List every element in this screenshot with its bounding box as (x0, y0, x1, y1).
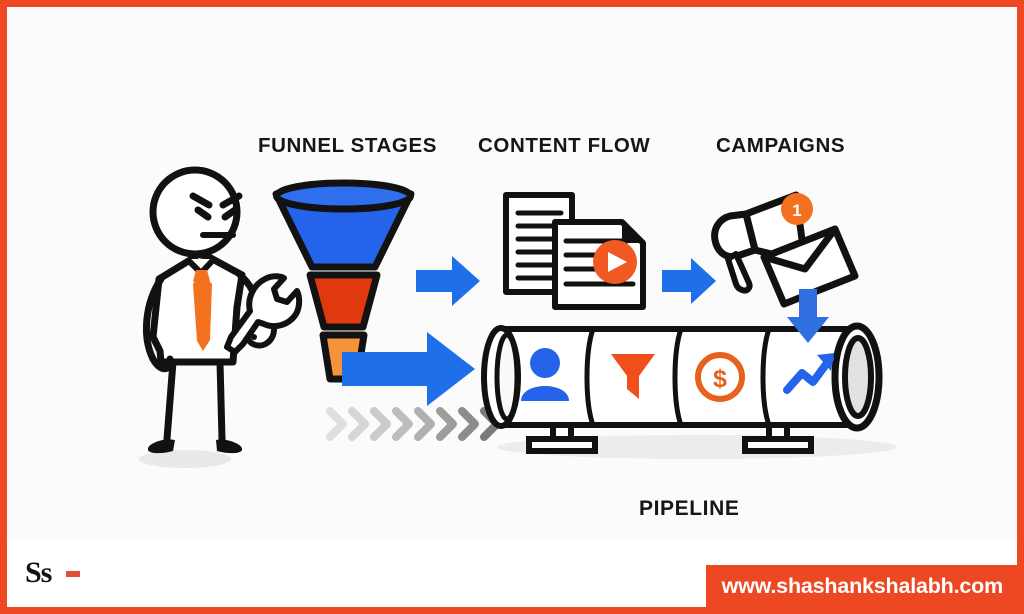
figure-head (149, 166, 241, 258)
figure-arm-left (142, 275, 174, 373)
section-label-content-flow: CONTENT FLOW (478, 134, 651, 157)
funnel-segment-consideration (306, 271, 381, 331)
figure-thumb-detail (251, 334, 257, 340)
pipeline-graphic: $ (481, 322, 897, 459)
section-label-campaigns: CAMPAIGNS (716, 134, 846, 157)
figure-leg-right (216, 358, 226, 443)
frame-border-top (0, 0, 1024, 7)
pipeline-right-cap (831, 322, 883, 432)
pipeline-segment-dividers (584, 328, 772, 426)
figure-shoe-left (147, 439, 175, 454)
brand-logo: Ss (25, 556, 80, 589)
website-url-text: www.shashankshalabh.com (721, 573, 1004, 598)
pipeline-left-cap (481, 325, 521, 429)
figure-eye-left (194, 206, 212, 221)
arrow-campaigns-to-pipeline (787, 289, 829, 343)
svg-text:$: $ (713, 365, 727, 393)
brand-logo-accent-bar (66, 571, 80, 577)
footer-bar: Ss www.shashankshalabh.com (7, 540, 1017, 607)
figure-necktie-knot (193, 270, 210, 287)
illustration-svg: 1 (139, 166, 897, 468)
chevron-trail (326, 407, 501, 441)
frame-border-bottom (0, 607, 1024, 614)
figure-shadow (139, 450, 231, 468)
badge-count: 1 (792, 201, 801, 220)
play-button-icon (593, 240, 637, 284)
marketer-stick-figure (139, 166, 303, 468)
arrow-funnel-to-content (416, 256, 480, 306)
figure-eyebrow-left (189, 192, 213, 209)
wrench-icon (224, 273, 303, 355)
website-url-bar[interactable]: www.shashankshalabh.com (705, 565, 1017, 607)
pipeline-icon-funnel (611, 354, 655, 399)
pipeline-icon-person (521, 348, 569, 401)
document-front-icon (552, 219, 646, 310)
figure-eyebrow-right (219, 192, 243, 209)
frame-border-right (1017, 0, 1024, 614)
figure-eye-right (221, 206, 239, 221)
campaigns-graphic: 1 (711, 191, 859, 308)
brand-logo-text: Ss (25, 556, 52, 589)
pipeline-icon-trending-up (783, 353, 834, 394)
figure-shoe-right (216, 439, 243, 454)
funnel-rim (273, 179, 414, 213)
figure-leg-left (163, 358, 177, 443)
arrow-funnel-to-pipeline (342, 332, 475, 406)
content-flow-graphic (503, 192, 646, 310)
notification-badge: 1 (781, 193, 813, 225)
illustration-canvas: 1 (7, 7, 1017, 540)
frame-border-left (0, 0, 7, 614)
funnel-graphic (272, 179, 415, 383)
figure-necktie (193, 273, 212, 351)
section-label-funnel-stages: FUNNEL STAGES (258, 134, 438, 157)
arrow-content-to-campaigns (662, 258, 716, 304)
envelope-icon (760, 225, 859, 308)
pipeline-icon-dollar: $ (695, 352, 745, 402)
section-label-pipeline: PIPELINE (639, 497, 740, 520)
